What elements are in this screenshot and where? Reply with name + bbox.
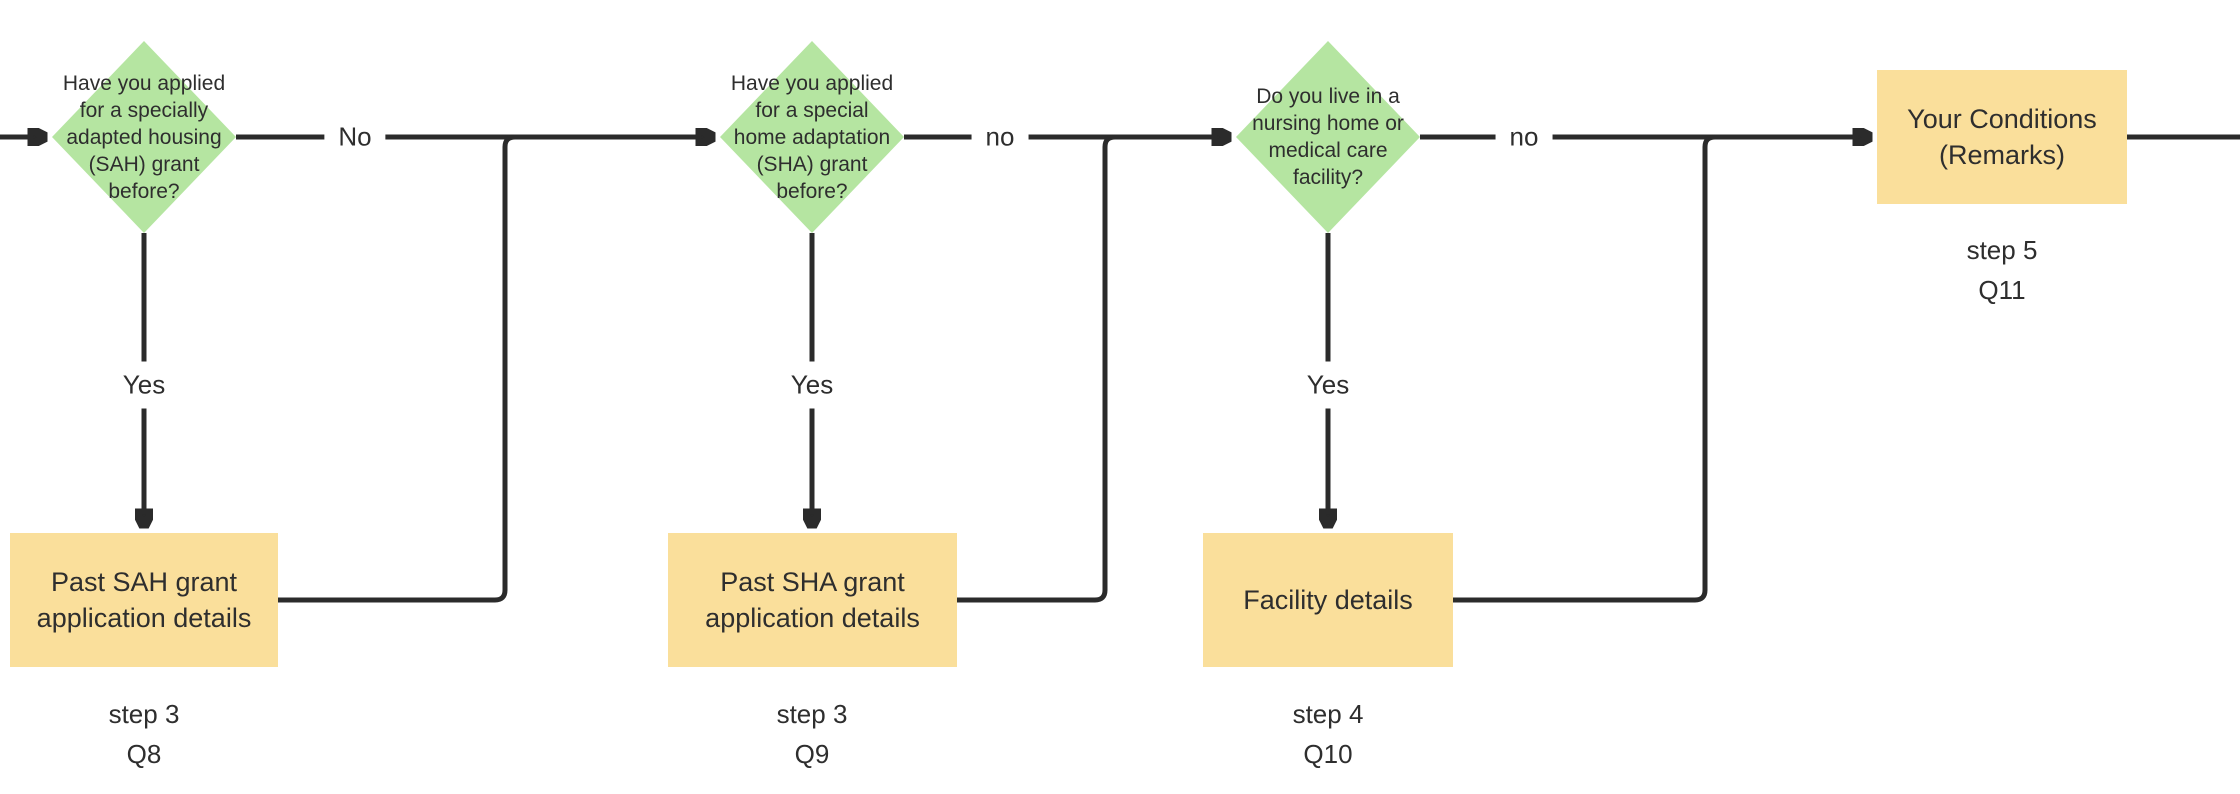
step-note-q10: step 4 Q10 [1218,694,1438,774]
edge-label-q8-yes: Yes [112,361,176,409]
decision-node-sah-grant: Have you applied for a specially adapted… [4,41,284,233]
connector-past-sah-merge [278,134,524,603]
step-note-q9: step 3 Q9 [702,694,922,774]
decision-label: Have you applied for a specially adapted… [62,71,226,203]
connector-past-sha-merge [957,134,1124,603]
edge-label-q9-yes: Yes [780,361,844,409]
process-label: Facility details [1243,585,1413,615]
question-label: Q8 [126,739,162,769]
process-label: Past SAH grant application details [36,567,252,633]
decision-label: Do you live in a nursing home or medical… [1252,85,1404,189]
step-label: step 3 [776,699,848,729]
process-node-past-sah-details: Past SAH grant application details [10,533,278,667]
edge-label-q9-no: no [971,119,1029,155]
process-node-facility-details: Facility details [1203,533,1453,667]
decision-node-nursing-home: Do you live in a nursing home or medical… [1188,41,1468,233]
decision-label: Have you applied for a special home adap… [730,71,894,203]
edge-label-q10-no: no [1495,119,1553,155]
question-label: Q11 [1978,275,2026,305]
process-label: Your Conditions (Remarks) [1907,104,2097,170]
process-node-your-conditions: Your Conditions (Remarks) [1877,70,2127,204]
step-note-q8: step 3 Q8 [34,694,254,774]
connector-facility-merge [1453,134,1724,603]
edge-label-q8-no: No [324,119,386,155]
step-note-q11: step 5 Q11 [1892,230,2112,310]
step-label: step 5 [1966,235,2038,265]
step-label: step 3 [108,699,180,729]
question-label: Q10 [1303,739,1353,769]
edge-label-q10-yes: Yes [1296,361,1360,409]
process-label: Past SHA grant application details [705,567,920,633]
step-label: step 4 [1292,699,1364,729]
process-node-past-sha-details: Past SHA grant application details [668,533,957,667]
question-label: Q9 [794,739,830,769]
decision-node-sha-grant: Have you applied for a special home adap… [672,41,952,233]
